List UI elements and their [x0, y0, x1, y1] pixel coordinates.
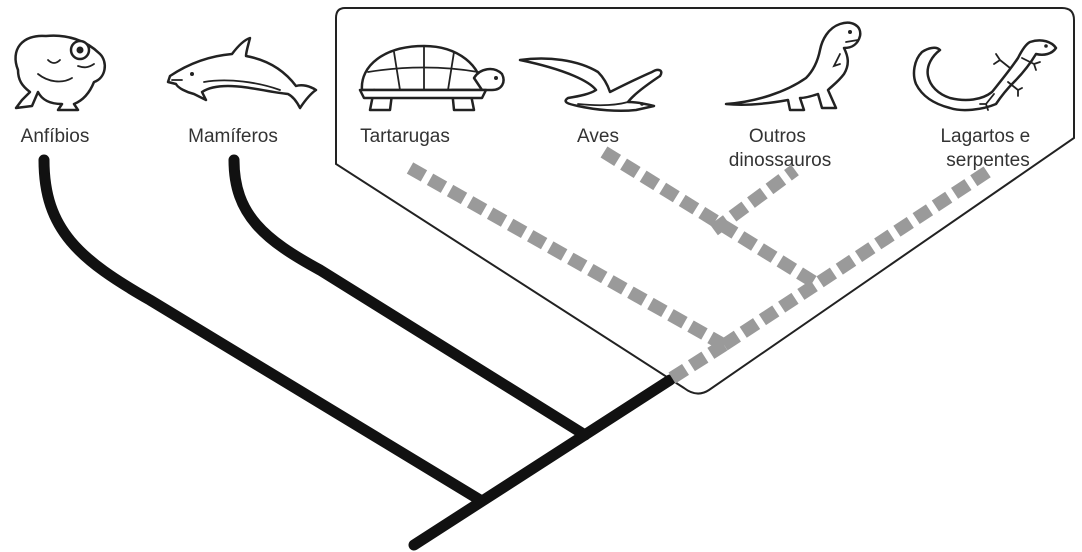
- bird-icon: [520, 59, 661, 111]
- reptile-stem-branch: [672, 345, 724, 378]
- label-aves: Aves: [577, 126, 619, 147]
- mamiferos-branch: [234, 160, 585, 435]
- lizard-icon: [914, 40, 1056, 110]
- label-tartarugas: Tartarugas: [360, 126, 450, 147]
- frog-icon: [16, 36, 105, 110]
- taxon-labels: Anfíbios Mamíferos Tartarugas Aves Outro…: [21, 126, 1036, 171]
- label-dinossauros: Outros dinossauros: [729, 126, 831, 171]
- turtle-icon: [360, 46, 504, 110]
- dashed-branches: [410, 152, 990, 378]
- dolphin-icon: [168, 38, 316, 108]
- aves-branch: [604, 152, 814, 282]
- dinosaur-icon: [726, 23, 860, 110]
- solid-branches: [44, 160, 670, 545]
- label-lagartos: Lagartos e serpentes: [940, 126, 1035, 171]
- label-anfibios: Anfíbios: [21, 126, 90, 147]
- dinossauros-branch: [714, 170, 795, 230]
- label-mamiferos: Mamíferos: [188, 126, 278, 147]
